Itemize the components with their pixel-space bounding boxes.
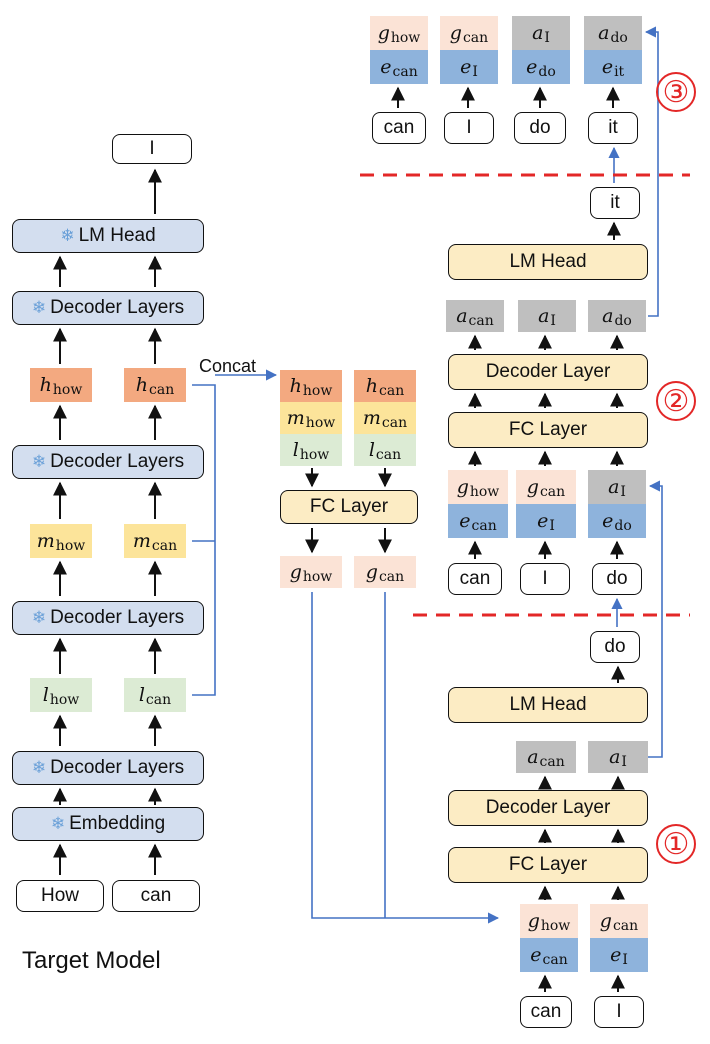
step1-input-can: can (520, 996, 572, 1028)
step3-input-it: it (588, 112, 638, 144)
step-2-number: ② (656, 381, 696, 421)
target-lm-head: ❄LM Head (12, 219, 204, 253)
snowflake-icon: ❄ (60, 226, 75, 245)
a-I-feedback (648, 480, 663, 758)
target-input-how: How (16, 880, 104, 912)
step1-output-do: do (590, 631, 640, 663)
target-decoder-layers-low: ❄Decoder Layers (12, 601, 204, 635)
g-how-route (311, 592, 500, 924)
step1-lm-head: LM Head (448, 687, 648, 723)
step2-lm-head: LM Head (448, 244, 648, 280)
step2-input-I: I (520, 563, 570, 595)
step3-input-can: can (372, 112, 426, 144)
step2-decoder-layer: Decoder Layer (448, 354, 648, 390)
step1-input-I: I (594, 996, 644, 1028)
step1-fc-layer: FC Layer (448, 847, 648, 883)
step2-input-do: do (592, 563, 642, 595)
concat-bracket (192, 384, 216, 696)
step-1-number: ① (656, 824, 696, 864)
concat-label: Concat (199, 356, 257, 376)
step3-input-do: do (514, 112, 566, 144)
target-decoder-layers-mid: ❄Decoder Layers (12, 445, 204, 479)
step1-decoder-layer: Decoder Layer (448, 790, 648, 826)
a-do-feedback (644, 26, 659, 317)
step2-input-can: can (448, 563, 502, 595)
target-decoder-layers-top: ❄Decoder Layers (12, 291, 204, 325)
snowflake-icon: ❄ (31, 758, 47, 777)
target-output-token: I (112, 134, 192, 164)
snowflake-icon: ❄ (31, 298, 47, 317)
step2-fc-layer: FC Layer (448, 412, 648, 448)
target-embedding: ❄Embedding (12, 807, 204, 841)
snowflake-icon: ❄ (50, 814, 66, 833)
step-3-number: ③ (656, 72, 696, 112)
target-input-can: can (112, 880, 200, 912)
snowflake-icon: ❄ (31, 452, 47, 471)
snowflake-icon: ❄ (31, 608, 47, 627)
step3-input-I: I (444, 112, 494, 144)
middle-fc-layer: FC Layer (280, 490, 418, 524)
step2-output-it: it (590, 187, 640, 219)
target-decoder-layers-bottom: ❄Decoder Layers (12, 751, 204, 785)
target-model-caption: Target Model (22, 947, 161, 974)
